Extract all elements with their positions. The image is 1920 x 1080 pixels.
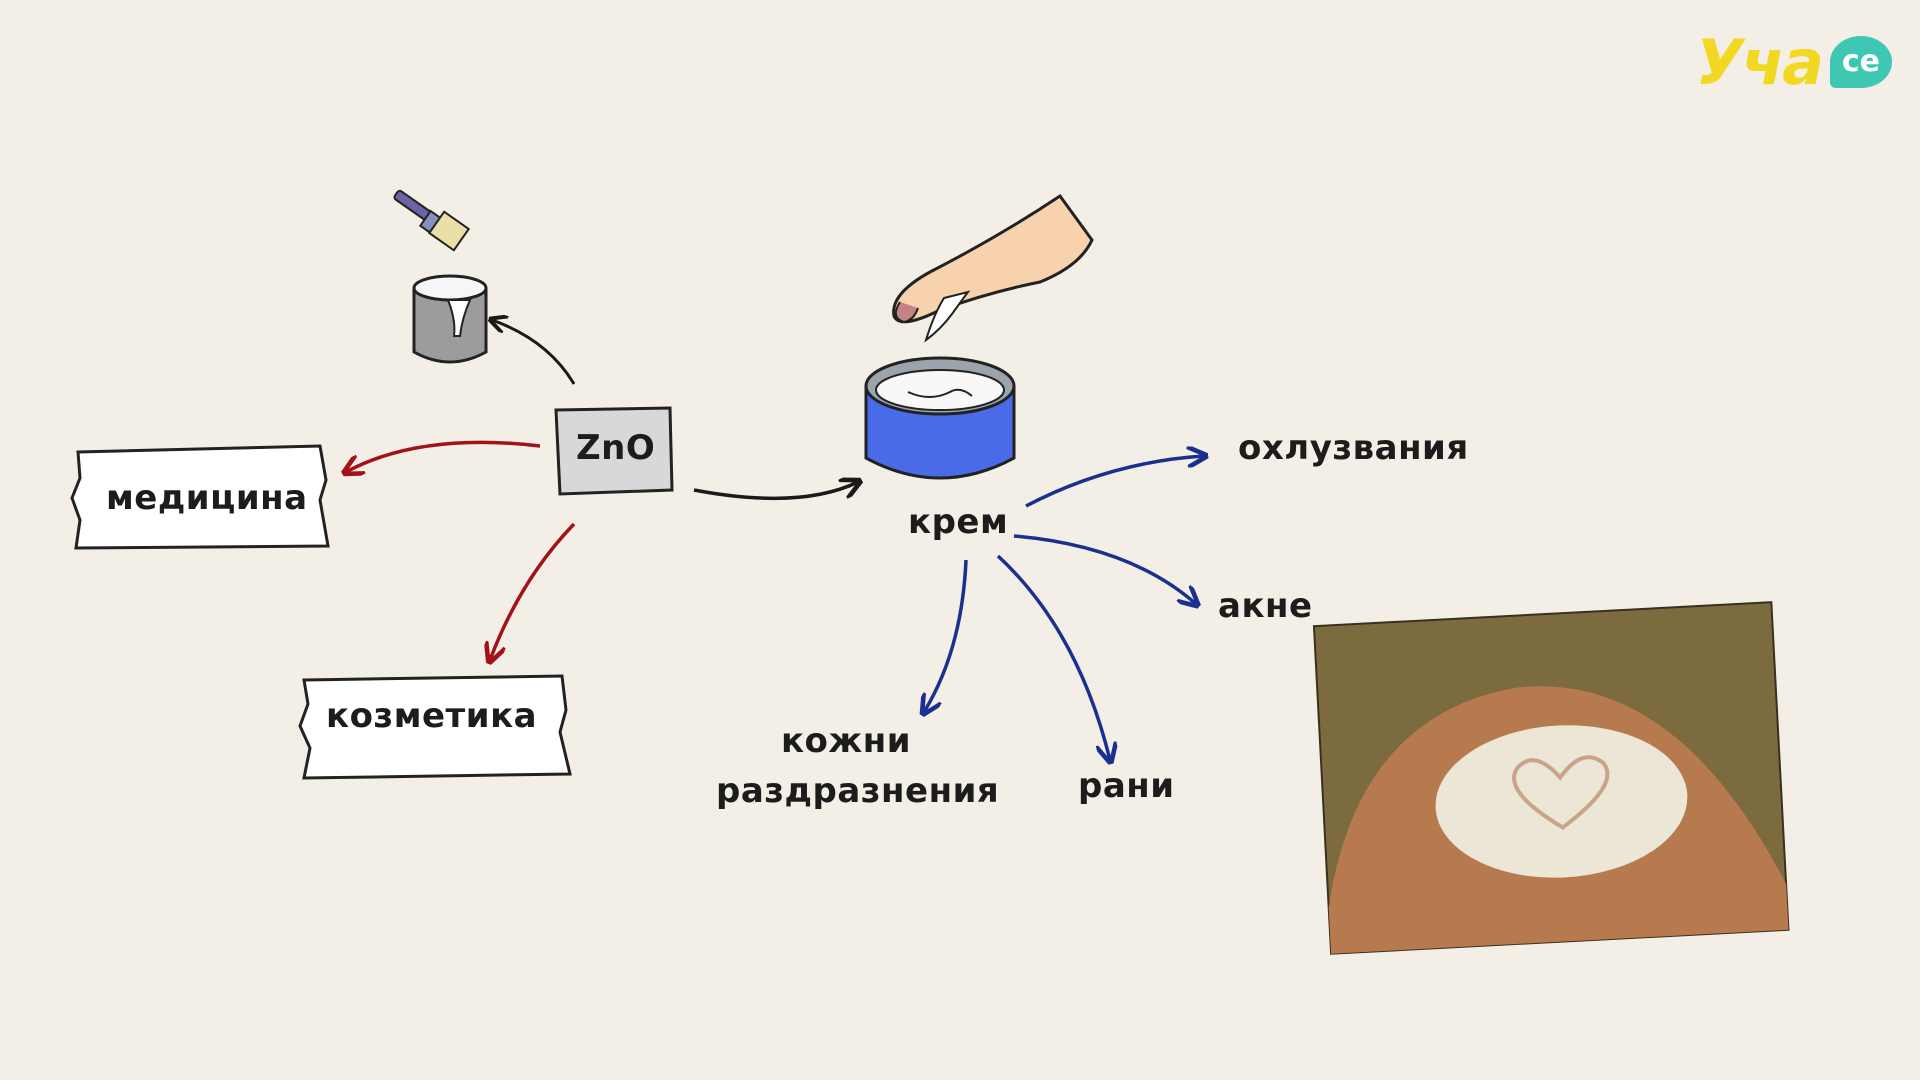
arrow-cream-to-skin-irritations <box>924 559 968 712</box>
cream-jar-icon <box>864 356 1016 480</box>
arrow-zno-to-cream <box>693 482 858 501</box>
zno-box <box>554 406 674 496</box>
arrow-cream-to-chafing <box>1025 456 1204 508</box>
acne-label: акне <box>1218 586 1313 626</box>
arrow-zno-to-medicine <box>346 440 541 472</box>
zno-label: ZnO <box>576 428 656 468</box>
medicine-label: медицина <box>106 478 308 518</box>
cosmetics-paper-box <box>298 674 572 780</box>
logo-bubble <box>1830 36 1892 88</box>
arrow-cream-to-wounds <box>996 554 1110 760</box>
paint-brush-icon <box>393 189 471 252</box>
skin-irritations-label: кожни раздразнения <box>716 721 1000 811</box>
chafing-label: охлузвания <box>1238 428 1469 468</box>
cosmetics-label: козметика <box>326 696 538 736</box>
wounds-label: рани <box>1078 766 1175 806</box>
arrow-zno-to-paint <box>492 320 576 385</box>
arrow-zno-to-cosmetics <box>490 522 576 660</box>
arrow-cream-to-acne <box>1013 534 1196 604</box>
brand-logo[interactable]: Уча <box>1695 26 1824 99</box>
cream-label: крем <box>908 502 1009 542</box>
knee-cream-photo <box>1312 601 1790 955</box>
finger-icon <box>892 193 1094 343</box>
brand-logo-suffix: се <box>1841 44 1880 79</box>
medicine-paper-box <box>70 444 330 550</box>
paint-can-icon <box>412 274 488 364</box>
